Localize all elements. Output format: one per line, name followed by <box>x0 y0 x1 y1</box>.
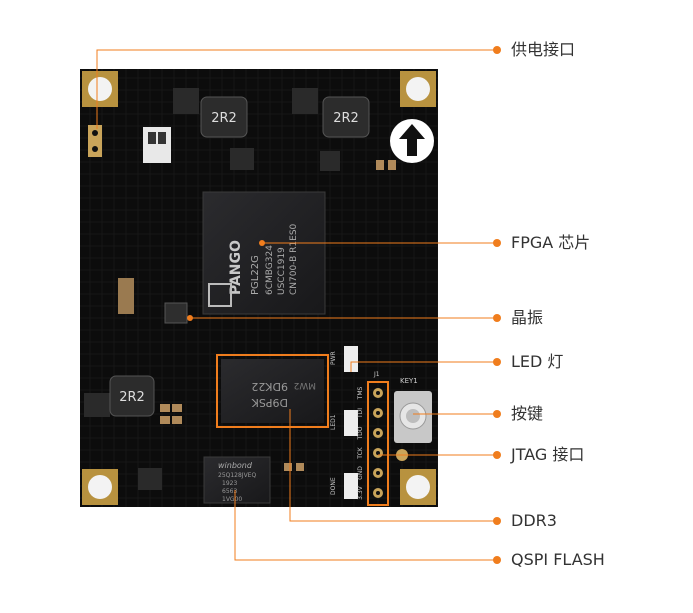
callout-ddr: DDR3 <box>511 511 557 530</box>
jtag-pin-label: TCK <box>357 446 364 460</box>
jtag-pin-label: TDI <box>357 408 364 419</box>
inductor: 2R2 <box>200 96 248 138</box>
callout-key: 按键 <box>511 404 544 423</box>
flash-line: 6563 <box>222 488 237 495</box>
callout-line-ddr <box>289 409 495 522</box>
led-pwr-label: PWR <box>330 351 337 365</box>
led-done-label: DONE <box>330 477 337 495</box>
qspi-flash-chip: winbond 25Q128JVEQ 1923 6563 1VG00 <box>203 456 271 504</box>
j1-label: J1 <box>373 371 380 378</box>
fpga-chip: PANGO PGL22G 6CMBG324 USCC1919 CN700-B R… <box>202 191 326 315</box>
fpga-line: USCC1919 <box>277 247 287 295</box>
fpga-brand: PANGO <box>228 240 244 295</box>
callout-line-led <box>350 361 495 372</box>
fpga-line: CN700-B R1ES0 <box>289 223 299 295</box>
inductor-label: 2R2 <box>333 111 359 126</box>
inductor: 2R2 <box>322 96 370 138</box>
flash-line: 1923 <box>222 480 237 487</box>
jtag-pin-label: TMS <box>357 386 364 400</box>
jtag-header: TMS TDI TDO TCK GND 3.3V J1 <box>357 371 389 506</box>
callout-osc: 晶振 <box>511 308 544 327</box>
fpga-line: PGL22G <box>250 255 261 295</box>
callout-line-power <box>96 49 495 129</box>
callout-jtag: JTAG 接口 <box>511 445 585 464</box>
callout-power: 供电接口 <box>511 40 576 59</box>
flash-line: 25Q128JVEQ <box>218 472 256 479</box>
callout-dots <box>187 46 501 564</box>
ddr-line: D9PSK <box>251 396 288 409</box>
key1-label: KEY1 <box>400 377 418 385</box>
ddr-line: 9DK22 <box>251 380 288 393</box>
small-ic <box>230 148 254 170</box>
small-ic <box>138 468 162 490</box>
callout-led: LED 灯 <box>511 352 564 371</box>
small-ic <box>292 88 318 114</box>
small-ic <box>173 88 199 114</box>
power-connector <box>88 125 102 157</box>
push-button: KEY1 <box>394 377 432 461</box>
pango-logo-icon <box>208 283 232 307</box>
callout-line-flash <box>234 490 495 561</box>
jtag-pin-label: GND <box>357 466 364 480</box>
fpga-line: 6CMBG324 <box>265 245 275 295</box>
dip-switch <box>143 127 171 163</box>
mounting-pads <box>82 71 436 505</box>
up-arrow-icon <box>390 119 434 163</box>
oscillator <box>164 302 188 324</box>
callout-fpga: FPGA 芯片 <box>511 233 591 252</box>
status-leds: PWR LED1 DONE <box>330 346 358 499</box>
flash-line: winbond <box>218 461 253 470</box>
flash-line: 1VG00 <box>222 496 242 503</box>
led1-label: LED1 <box>330 414 337 430</box>
callout-lines <box>96 49 495 561</box>
inductor-label: 2R2 <box>119 390 145 405</box>
inductor: 2R2 <box>109 375 155 417</box>
small-ic <box>84 393 110 417</box>
inductor-label: 2R2 <box>211 111 237 126</box>
small-ic <box>320 151 340 171</box>
jtag-pin-label: TDO <box>357 426 364 440</box>
ddr3-chip: D9PSK 9DK22 MW2 <box>216 354 329 428</box>
passive-components <box>118 160 396 471</box>
ddr-line: MW2 <box>294 380 316 390</box>
callout-flash: QSPI FLASH <box>511 550 605 569</box>
jtag-pin-label: 3.3V <box>357 485 364 500</box>
